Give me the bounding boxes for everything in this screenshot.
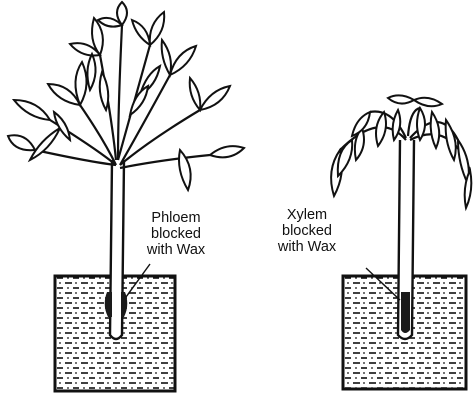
xylem-label-line-3: with Wax bbox=[268, 239, 346, 255]
xylem-label-line-1: Xylem bbox=[268, 207, 346, 223]
phloem-label-line-1: Phloem bbox=[140, 210, 212, 226]
phloem-label-line-3: with Wax bbox=[140, 242, 212, 258]
right-plant bbox=[331, 95, 471, 389]
left-plant bbox=[8, 2, 244, 391]
right-wax-core bbox=[401, 292, 410, 333]
phloem-blocked-label: Phloem blocked with Wax bbox=[140, 210, 212, 258]
xylem-blocked-label: Xylem blocked with Wax bbox=[268, 207, 346, 255]
phloem-label-line-2: blocked bbox=[140, 226, 212, 242]
xylem-label-line-2: blocked bbox=[268, 223, 346, 239]
left-leaves bbox=[8, 2, 244, 190]
